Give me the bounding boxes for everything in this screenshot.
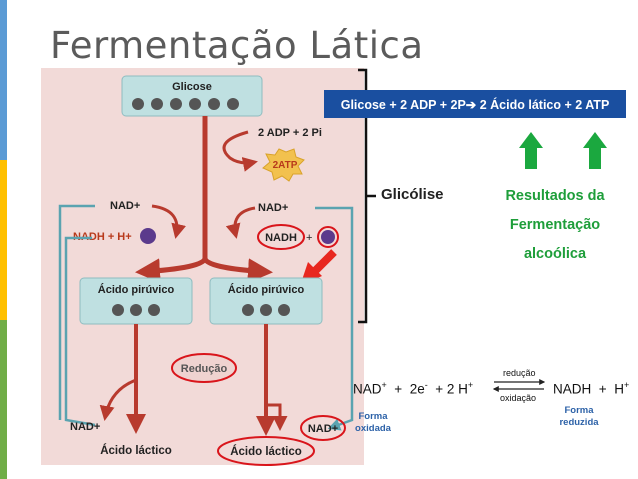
nadh-right-label: NADH (265, 232, 297, 244)
lactico-right-label: Ácido láctico (230, 445, 302, 458)
lactico-right-highlight (217, 436, 315, 466)
nad-bottom-right-highlight (300, 415, 346, 441)
equation-box: Glicose + 2 ADP + 2P➔ 2 Ácido lático + 2… (324, 90, 626, 118)
resultados-line-2: Fermentação (509, 217, 601, 233)
resultados-text: Resultados da Fermentação alcoólica (490, 182, 620, 269)
piruvico-right-label: Ácido pirúvico (228, 283, 305, 296)
nad-left-label: NAD+ (110, 200, 140, 212)
reaction-electrons: 2e (409, 381, 425, 397)
reducao-small-label: redução (503, 368, 536, 378)
reaction-nadh: NADH (553, 381, 592, 397)
resultados-line-3: alcoólica (523, 246, 587, 262)
resultados-line-1: Resultados da (505, 188, 605, 204)
green-up-arrow-1 (519, 132, 543, 169)
atp-burst (262, 148, 305, 182)
side-bar-green (0, 320, 7, 479)
glicose-carbons (132, 98, 239, 110)
nad-bottom-right-label: NAD+ (308, 423, 338, 435)
lactico-left-label: Ácido láctico (100, 444, 172, 457)
oxidacao-small-label: oxidação (500, 393, 537, 403)
reaction-right: NADH + H+ (553, 380, 630, 397)
forma-oxidada-label: Forma oxidada (355, 411, 391, 434)
nad-right-label: NAD+ (258, 202, 288, 214)
glicose-label: Glicose (172, 81, 212, 93)
forma-reduzida-label: Forma reduzida (559, 405, 599, 428)
h-left-circle (140, 228, 156, 244)
nadh-left-label: NADH + H+ (73, 231, 132, 243)
reaction-protons: 2 H (446, 381, 468, 397)
h-right-circle (321, 230, 335, 244)
green-up-arrow-2 (583, 132, 607, 169)
svg-text:+: + (306, 232, 312, 244)
nad-bottom-left-label: NAD+ (70, 421, 100, 433)
adp-pi-label: 2 ADP + 2 Pi (258, 127, 322, 139)
side-bar-yellow (0, 160, 7, 320)
glicolise-label: Glicólise (381, 186, 444, 203)
side-bar-blue (0, 0, 7, 160)
nadh-right-highlight (257, 224, 305, 250)
reaction-left: NAD+ + 2e- + 2 H+ (353, 380, 474, 397)
reducao-label: Redução (181, 363, 228, 375)
reducao-highlight (171, 353, 237, 383)
h-right-highlight (317, 226, 339, 248)
atp-label: 2ATP (273, 160, 298, 171)
reaction-nad: NAD (353, 381, 382, 397)
page-title: Fermentação Lática (50, 24, 424, 67)
piruvico-left-label: Ácido pirúvico (98, 283, 175, 296)
